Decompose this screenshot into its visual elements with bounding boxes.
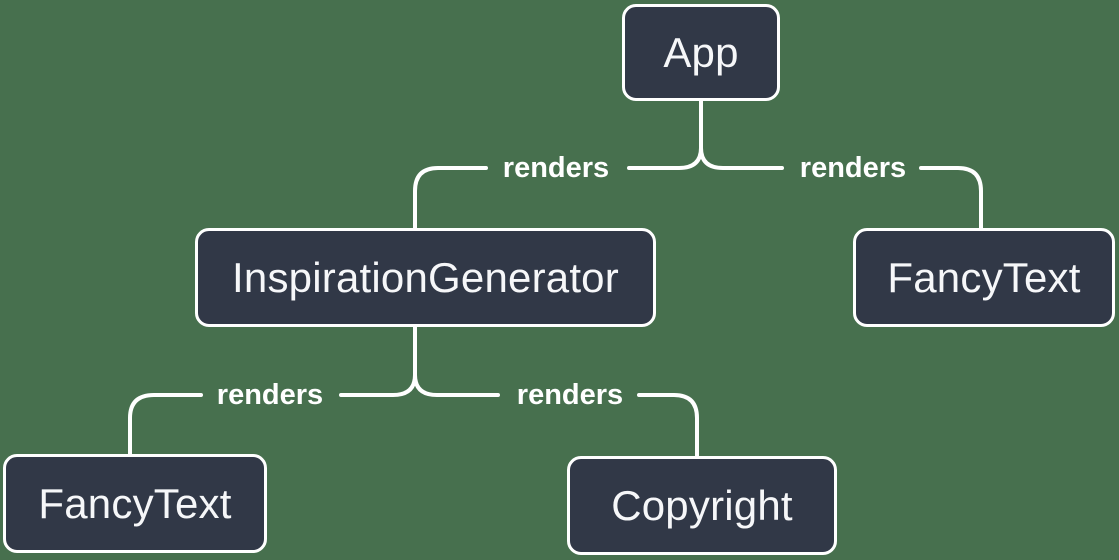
- edge-label-renders: renders: [503, 152, 609, 184]
- edge-inspirationgenerator-to-fancytext: [339, 373, 417, 397]
- edge-app-to-fancytext: [699, 146, 784, 170]
- node-fancy-text-bottom: FancyText: [3, 454, 267, 553]
- edge-app-to-fancytext: [919, 166, 983, 230]
- edge-app-to-inspirationgenerator: [413, 166, 488, 230]
- node-fancy-text-top: FancyText: [853, 228, 1115, 327]
- node-copyright-label: Copyright: [611, 481, 793, 529]
- edge-inspirationgenerator-to-copyright: [637, 393, 699, 458]
- edge-app-to-inspirationgenerator: [627, 146, 703, 170]
- node-inspiration-generator-label: InspirationGenerator: [232, 253, 619, 301]
- edge-inspirationgenerator-to-copyright: [413, 373, 500, 397]
- node-app-label: App: [663, 28, 739, 76]
- edge-label-renders: renders: [517, 379, 623, 411]
- edge-label-renders: renders: [800, 152, 906, 184]
- edge-label-renders: renders: [217, 379, 323, 411]
- node-fancy-text-bottom-label: FancyText: [38, 479, 232, 527]
- edge-inspirationgenerator-to-fancytext: [128, 393, 203, 456]
- node-app: App: [622, 4, 780, 101]
- node-inspiration-generator: InspirationGenerator: [195, 228, 656, 327]
- node-fancy-text-top-label: FancyText: [887, 253, 1081, 301]
- node-copyright: Copyright: [567, 456, 837, 555]
